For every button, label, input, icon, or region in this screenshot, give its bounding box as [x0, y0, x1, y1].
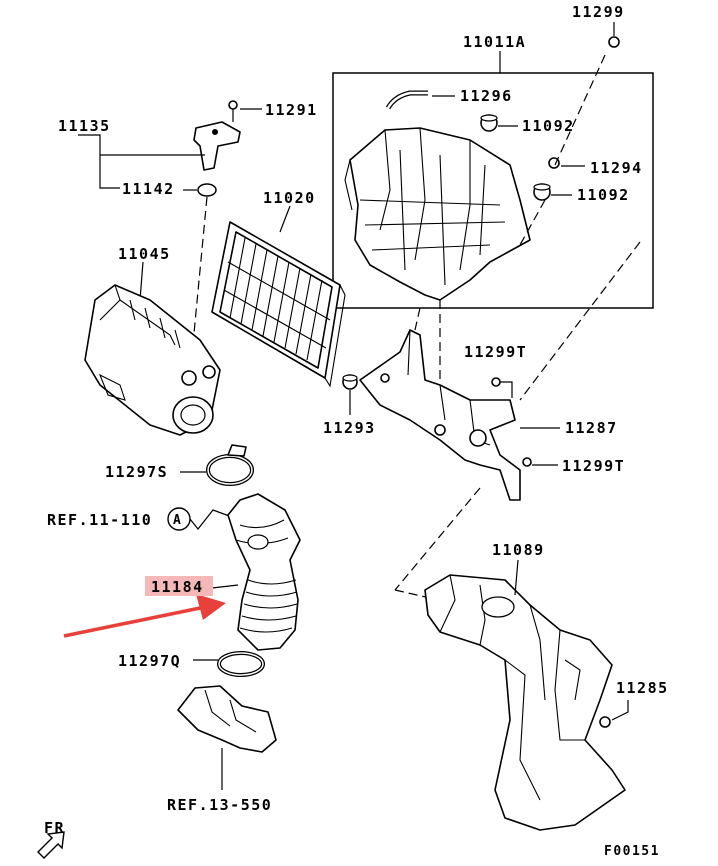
fr-arrow-icon	[37, 831, 65, 859]
label-fr: FR	[44, 819, 65, 837]
throttle-connector	[177, 685, 277, 790]
label-ref-circle-a: A	[173, 513, 182, 528]
label-11299: 11299	[572, 3, 625, 21]
label-11294: 11294	[590, 159, 643, 177]
bolt-11299T-top	[491, 377, 513, 398]
bolt-11299-group	[519, 22, 620, 246]
o-ring-11142	[197, 183, 217, 197]
air-duct-11089	[424, 559, 626, 831]
label-11011A: 11011A	[463, 33, 526, 51]
grommet-11293	[342, 374, 358, 415]
label-11020: 11020	[263, 189, 316, 207]
air-cleaner-upper-case	[349, 127, 531, 301]
bolt-11285	[599, 700, 629, 728]
label-11045: 11045	[118, 245, 171, 263]
figure-code: F00151	[604, 844, 660, 859]
label-11291: 11291	[265, 101, 318, 119]
label-11285: 11285	[616, 679, 669, 697]
label-11142: 11142	[122, 180, 175, 198]
label-11296: 11296	[460, 87, 513, 105]
label-11287: 11287	[565, 419, 618, 437]
upper-case-frame	[332, 72, 654, 309]
label-11297Q: 11297Q	[118, 652, 181, 670]
label-11089: 11089	[492, 541, 545, 559]
ref-11-110-group	[167, 507, 241, 531]
label-11299T-top: 11299T	[464, 343, 527, 361]
label-11092-b: 11092	[577, 186, 630, 204]
part-highlight	[145, 576, 213, 596]
bracket-11287	[359, 300, 560, 501]
airflow-sensor-11135	[193, 121, 241, 171]
label-ref-13-550: REF.13-550	[167, 796, 272, 814]
label-11297S: 11297S	[105, 463, 168, 481]
bolt-11299	[608, 36, 620, 48]
air-filter-11020	[211, 205, 346, 388]
hose-clamp-11297Q	[193, 651, 265, 677]
bolt-11299T-bottom	[522, 457, 558, 467]
air-cleaner-upper-case-group	[332, 51, 654, 309]
air-cleaner-lower-11045	[84, 261, 221, 436]
label-11135: 11135	[58, 117, 111, 135]
intake-hose-11184	[211, 493, 301, 651]
label-11092-a: 11092	[522, 117, 575, 135]
red-pointer-arrow-icon	[63, 594, 226, 638]
label-ref-11-110: REF.11-110	[47, 511, 152, 529]
hose-clamp-11297S	[180, 444, 254, 486]
label-11184: 11184	[151, 578, 204, 596]
sensor-group	[78, 100, 262, 376]
label-11293: 11293	[323, 419, 376, 437]
label-11299T-bottom: 11299T	[562, 457, 625, 475]
